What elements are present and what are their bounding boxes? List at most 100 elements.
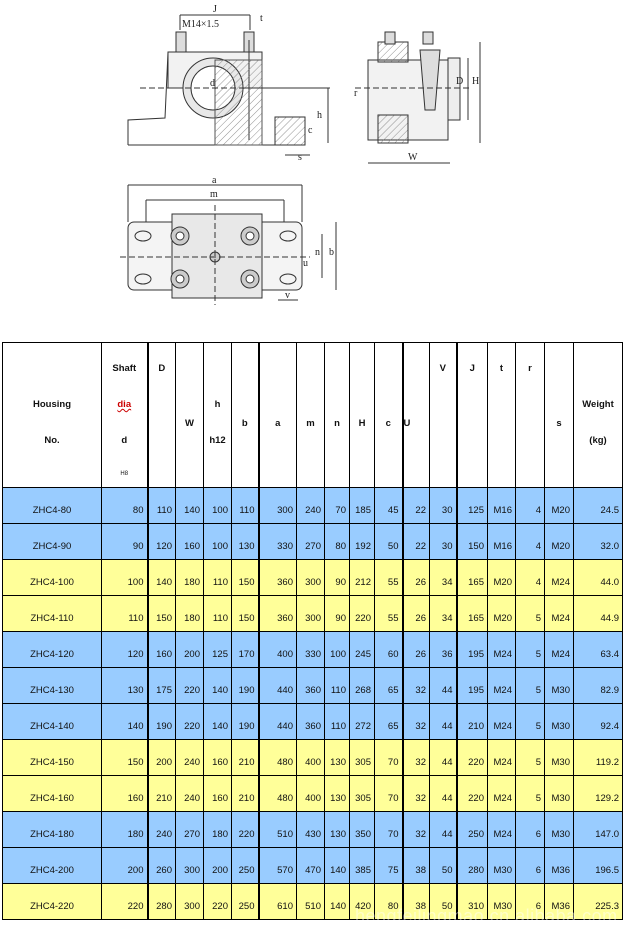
cell-s: M30: [544, 811, 574, 848]
cell-shaft-dia: 100: [101, 559, 148, 596]
cell-H: 305: [349, 775, 375, 812]
cell-t: M30: [487, 883, 516, 920]
cell-U: 26: [401, 631, 430, 668]
cell-housing-no: ZHC4-140: [2, 703, 102, 740]
cell-U: 26: [401, 595, 430, 632]
cell-weight: 44.9: [573, 595, 623, 632]
cell-a: 360: [257, 559, 297, 596]
cell-m: 510: [296, 883, 325, 920]
cell-b: 150: [231, 559, 259, 596]
cell-s: M30: [544, 739, 574, 776]
cell-a: 400: [257, 631, 297, 668]
header-U: U: [401, 342, 430, 488]
cell-V: 44: [429, 739, 457, 776]
label-a: a: [212, 175, 217, 186]
cell-t: M24: [487, 703, 516, 740]
cell-s: M20: [544, 487, 574, 524]
cell-D: 200: [146, 739, 176, 776]
cell-D: 160: [146, 631, 176, 668]
cell-H: 385: [349, 847, 375, 884]
cell-c: 75: [374, 847, 403, 884]
cell-W: 140: [175, 487, 204, 524]
header-s: s: [544, 342, 574, 488]
cell-r: 5: [515, 703, 545, 740]
cell-W: 200: [175, 631, 204, 668]
header-V: V: [429, 342, 457, 488]
cell-shaft-dia: 150: [101, 739, 148, 776]
cell-housing-no: ZHC4-90: [2, 523, 102, 560]
cell-H: 268: [349, 667, 375, 704]
cell-J: 195: [455, 667, 488, 704]
cell-h: 110: [203, 559, 232, 596]
label-s: s: [298, 152, 302, 163]
cell-U: 38: [401, 847, 430, 884]
cell-h: 140: [203, 667, 232, 704]
cell-b: 220: [231, 811, 259, 848]
cell-b: 130: [231, 523, 259, 560]
cell-J: 310: [455, 883, 488, 920]
cell-s: M24: [544, 595, 574, 632]
label-v: v: [285, 290, 290, 301]
cell-V: 50: [429, 847, 457, 884]
cell-m: 430: [296, 811, 325, 848]
label-n: n: [315, 247, 320, 258]
cell-b: 190: [231, 667, 259, 704]
cell-a: 360: [257, 595, 297, 632]
cell-D: 260: [146, 847, 176, 884]
cell-s: M30: [544, 775, 574, 812]
cell-shaft-dia: 160: [101, 775, 148, 812]
cell-weight: 82.9: [573, 667, 623, 704]
cell-t: M20: [487, 595, 516, 632]
cell-H: 350: [349, 811, 375, 848]
cell-r: 6: [515, 883, 545, 920]
cell-J: 280: [455, 847, 488, 884]
cell-h: 140: [203, 703, 232, 740]
header-t: t: [487, 342, 516, 488]
cell-J: 150: [455, 523, 488, 560]
cell-t: M16: [487, 487, 516, 524]
cell-r: 5: [515, 739, 545, 776]
cell-shaft-dia: 180: [101, 811, 148, 848]
cell-m: 400: [296, 739, 325, 776]
cell-J: 220: [455, 739, 488, 776]
cell-housing-no: ZHC4-180: [2, 811, 102, 848]
cell-weight: 129.2: [573, 775, 623, 812]
cell-V: 44: [429, 703, 457, 740]
cell-D: 140: [146, 559, 176, 596]
cell-t: M24: [487, 775, 516, 812]
cell-h: 125: [203, 631, 232, 668]
cell-weight: 24.5: [573, 487, 623, 524]
cell-shaft-dia: 140: [101, 703, 148, 740]
cell-n: 130: [324, 811, 350, 848]
cell-D: 110: [146, 487, 176, 524]
cell-m: 300: [296, 559, 325, 596]
cell-s: M36: [544, 847, 574, 884]
cell-t: M20: [487, 559, 516, 596]
cell-H: 185: [349, 487, 375, 524]
cell-b: 210: [231, 739, 259, 776]
cell-n: 70: [324, 487, 350, 524]
cell-housing-no: ZHC4-160: [2, 775, 102, 812]
cell-V: 36: [429, 631, 457, 668]
cell-n: 90: [324, 595, 350, 632]
cell-weight: 63.4: [573, 631, 623, 668]
cell-r: 4: [515, 523, 545, 560]
cell-U: 32: [401, 667, 430, 704]
cell-W: 180: [175, 559, 204, 596]
cell-V: 30: [429, 487, 457, 524]
cell-W: 220: [175, 667, 204, 704]
pillow-block-technical-drawing: J M14×1.5 t d h c s r D H W a m n b u v: [120, 4, 481, 305]
side-view: [355, 31, 481, 164]
cell-c: 70: [374, 811, 403, 848]
cell-W: 270: [175, 811, 204, 848]
label-m: m: [210, 189, 218, 200]
cell-n: 140: [324, 847, 350, 884]
cell-b: 190: [231, 703, 259, 740]
